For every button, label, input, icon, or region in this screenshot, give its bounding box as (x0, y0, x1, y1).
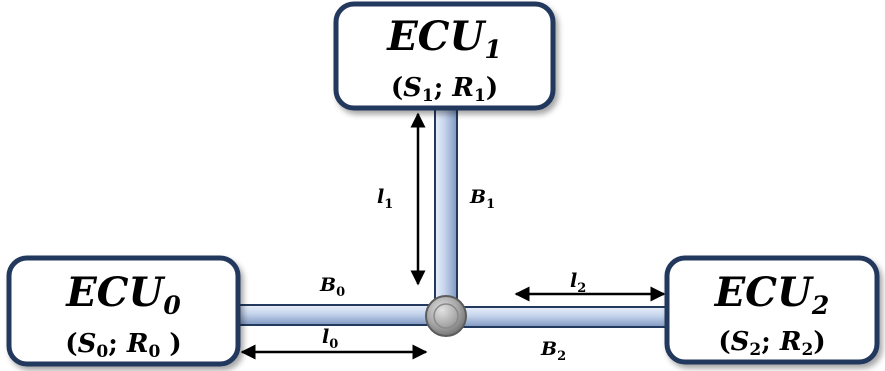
bus-b1 (434, 107, 458, 309)
ecu1-node (333, 1, 556, 111)
label-l2: l2 (570, 270, 586, 296)
label-l0: l0 (322, 326, 338, 352)
bus-b0 (237, 304, 447, 326)
ecu2-params: (S2; R2) (718, 327, 825, 360)
ecu2-node (664, 255, 880, 365)
bus-b2 (439, 306, 669, 328)
ecu0-params: (S0; R0 ) (65, 329, 181, 362)
hub-node (425, 295, 467, 337)
label-b2: B2 (540, 338, 566, 364)
ecu0-title: ECU0 (65, 269, 181, 320)
ecu1-params: (S1; R1) (391, 73, 498, 106)
ecu1-title: ECU1 (386, 13, 502, 64)
label-b0: B0 (319, 274, 345, 300)
label-b1: B1 (469, 186, 495, 212)
ecu0-node (6, 255, 241, 367)
ecu2-title: ECU2 (714, 269, 830, 320)
label-l1: l1 (377, 186, 393, 212)
